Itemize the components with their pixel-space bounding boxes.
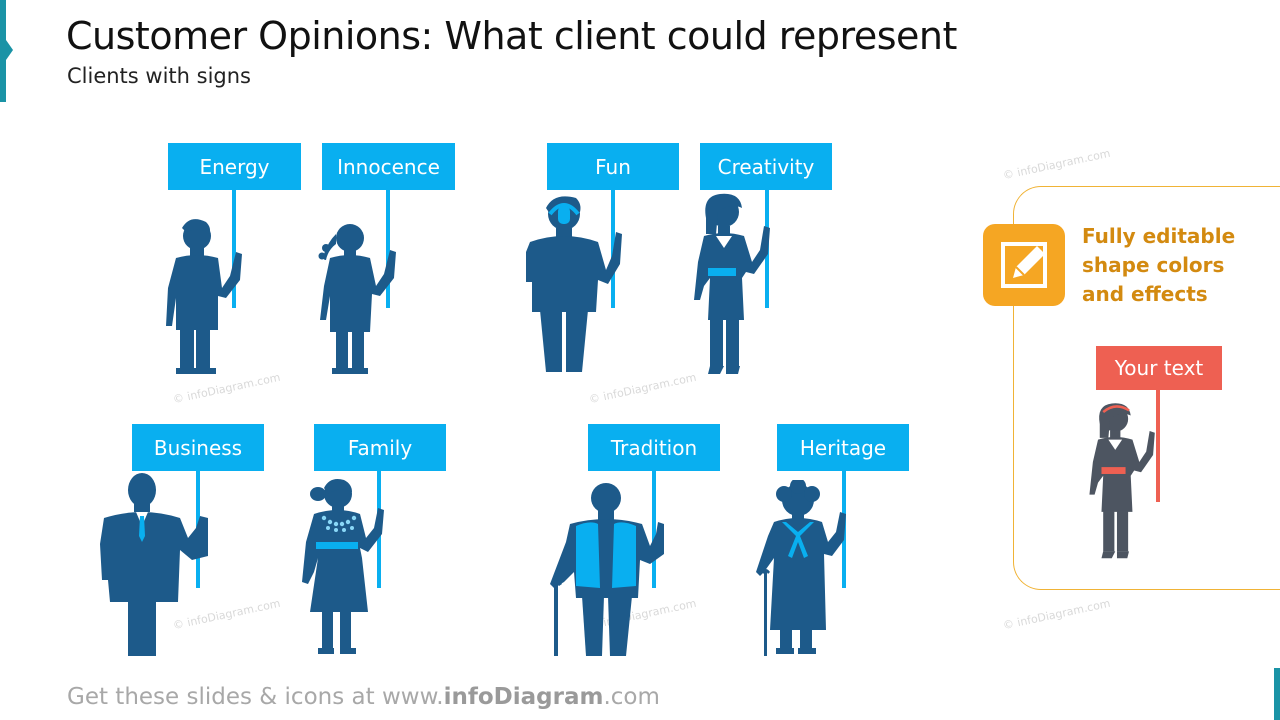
sign-fun: Fun [547, 143, 679, 190]
watermark: © infoDiagram.com [1001, 596, 1112, 633]
watermark: © infoDiagram.com [587, 370, 698, 407]
edit-pencil-icon [1001, 242, 1047, 288]
watermark: © infoDiagram.com [171, 370, 282, 407]
panel-text-line: Fully editable [1082, 224, 1236, 248]
sign-energy: Energy [168, 143, 301, 190]
woman-figure [694, 193, 770, 374]
sign-business: Business [132, 424, 264, 471]
sign-your-text: Your text [1096, 346, 1222, 390]
sign-pole [232, 188, 236, 308]
sign-innocence: Innocence [322, 143, 455, 190]
sign-pole [611, 188, 615, 308]
old-woman-figure [756, 480, 846, 656]
woman-gray-figure [1089, 403, 1155, 559]
boy-figure [166, 219, 242, 374]
footer-prefix: Get these slides & icons at www. [67, 684, 444, 710]
footer-suffix: .com [603, 684, 660, 710]
sign-tradition: Tradition [588, 424, 720, 471]
watermark: © infoDiagram.com [1001, 146, 1112, 183]
panel-text-line: shape colors [1082, 253, 1225, 277]
slide-subtitle: Clients with signs [67, 64, 251, 88]
corner-accent [1274, 668, 1280, 720]
panel-text-line: and effects [1082, 282, 1208, 306]
slide-title: Customer Opinions: What client could rep… [66, 14, 957, 58]
sign-creativity: Creativity [700, 143, 832, 190]
sign-heritage: Heritage [777, 424, 909, 471]
footer-brand[interactable]: infoDiagram [443, 684, 604, 710]
accent-bar [0, 0, 6, 102]
man-headphones-figure [526, 196, 622, 372]
accent-notch [6, 40, 13, 60]
businessman-figure [100, 473, 208, 656]
old-man-figure [550, 483, 664, 656]
sign-pole [652, 468, 656, 588]
panel-text: Fully editable shape colors and effects [1082, 222, 1235, 309]
sign-pole [386, 188, 390, 308]
woman-necklace-figure [302, 479, 384, 654]
edit-tile [983, 224, 1065, 306]
sign-family: Family [314, 424, 446, 471]
footer: Get these slides & icons at www.infoDiag… [67, 684, 660, 710]
girl-figure [318, 224, 396, 374]
info-panel [1013, 186, 1280, 590]
sign-pole-red [1156, 388, 1160, 502]
